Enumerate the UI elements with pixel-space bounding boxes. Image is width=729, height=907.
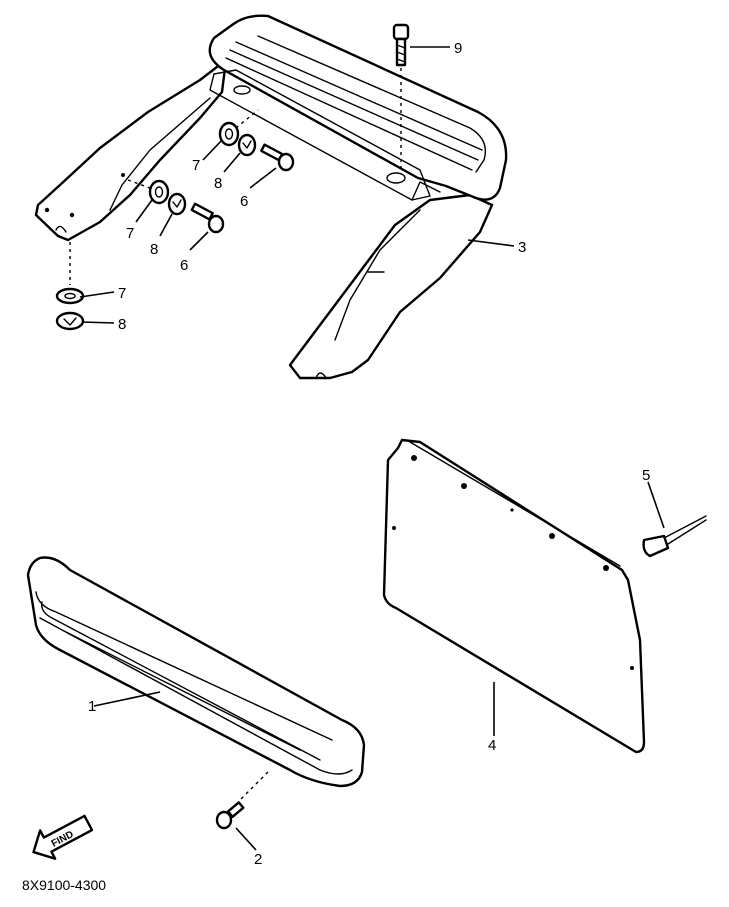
callout-5: 5: [642, 467, 650, 484]
callout-7-upper: 7: [192, 157, 200, 174]
callout-9: 9: [454, 40, 462, 57]
fastener-set-lower: [55, 242, 85, 331]
callout-7-lower: 7: [118, 285, 126, 302]
fastener-set-middle: [127, 179, 225, 234]
diagram-code: 8X9100-4300: [22, 877, 106, 893]
bracket-part-3: [34, 14, 508, 380]
callout-8-upper: 8: [214, 175, 222, 192]
find-arrow-icon: FIND: [32, 814, 94, 860]
callout-7-middle: 7: [126, 225, 134, 242]
callout-8-lower: 8: [118, 316, 126, 333]
screw-part-2: [215, 801, 245, 830]
callout-8-middle: 8: [150, 241, 158, 258]
callout-1: 1: [88, 698, 96, 715]
leader-lines: [79, 46, 665, 851]
callout-2: 2: [254, 851, 262, 868]
callout-3: 3: [518, 239, 526, 256]
plate-part-4: [382, 438, 646, 754]
fastener-set-upper: [218, 109, 295, 172]
rivet-part-5: [642, 515, 707, 558]
callout-6-middle: 6: [180, 257, 188, 274]
callout-6-upper: 6: [240, 193, 248, 210]
cover-part-1: [26, 556, 366, 801]
bolt-part-9: [392, 23, 410, 170]
callout-4: 4: [488, 737, 496, 754]
